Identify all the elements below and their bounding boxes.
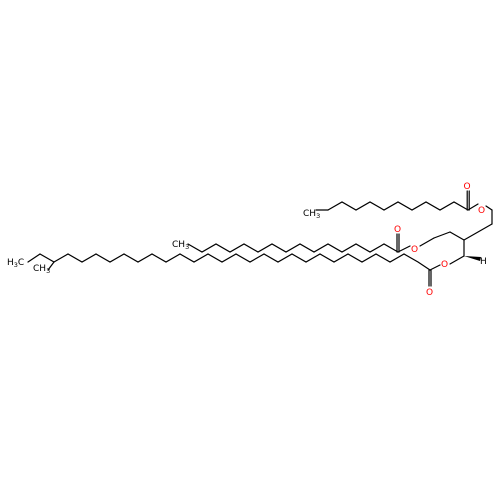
carbonyl-oxygen-3: O <box>426 288 433 298</box>
dodecanoyl-chain <box>187 231 451 253</box>
branch-methyl-label: CH3 <box>33 264 50 275</box>
glycerol-backbone <box>449 223 493 265</box>
ester-oxygen-1: O <box>478 206 485 216</box>
carbonyl-oxygen-1: O <box>464 182 471 192</box>
stereo-hydrogen: H <box>480 257 487 267</box>
ester-oxygen-2: O <box>411 245 418 255</box>
methyl-label-dodecanoyl: CH3 <box>172 240 189 251</box>
stereo-wedge <box>464 256 481 261</box>
carbonyl-oxygen-2: O <box>394 225 401 235</box>
ester-oxygen-3: O <box>441 260 448 270</box>
ethyl-terminal-label: H3C <box>7 258 24 269</box>
decanoyl-chain <box>327 190 493 225</box>
branched-acyl-chain <box>27 253 441 287</box>
methyl-label-decanoyl: CH3 <box>303 209 320 220</box>
